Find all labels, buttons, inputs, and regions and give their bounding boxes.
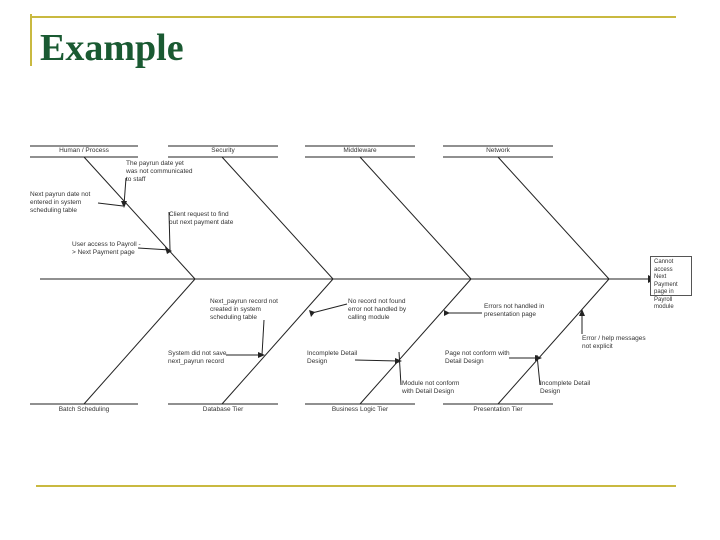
arrowhead-1 xyxy=(121,201,127,208)
arrow-next-payrun-record xyxy=(261,319,265,356)
slide-rule-top xyxy=(30,16,676,18)
cause-next-payrun-not-entered: Next payrun date not entered in system s… xyxy=(30,191,91,214)
category-batch-scheduling: Batch Scheduling xyxy=(58,406,110,413)
arrow-next-payrun xyxy=(97,202,124,207)
slide-title: Example xyxy=(40,27,184,69)
category-network: Network xyxy=(486,147,510,154)
cause-payrun-date: The payrun date yet was not communicated… xyxy=(126,160,193,183)
cause-error-help-messages: Error / help messages not explicit xyxy=(582,335,646,350)
arrowhead-2 xyxy=(165,247,172,254)
arrow-user-access xyxy=(137,247,171,251)
category-security: Security xyxy=(211,147,235,154)
bone-top-2 xyxy=(221,156,334,280)
bone-top-3 xyxy=(359,156,472,280)
cause-incomplete-detail-design-1: Incomplete Detail Design xyxy=(307,350,358,365)
arrowhead-4 xyxy=(309,310,315,317)
category-database-tier: Database Tier xyxy=(202,406,244,413)
arrowhead-3 xyxy=(258,352,265,358)
arrow-incomplete-2 xyxy=(536,354,541,386)
arrow-no-record xyxy=(311,303,348,314)
slide-rule-vertical xyxy=(30,14,32,66)
effect-box: Cannot access Next Payment page in Payro… xyxy=(650,256,692,310)
arrow-payrun-date xyxy=(123,177,127,206)
cause-errors-not-handled: Errors not handled in presentation page xyxy=(484,303,545,318)
cause-page-not-conform: Page not conform with Detail Design xyxy=(445,350,510,365)
cause-system-did-not-save: System did not save next_payrun record xyxy=(168,350,227,365)
bone-bottom-3 xyxy=(359,278,472,405)
arrowhead-8 xyxy=(579,309,585,316)
arrowhead-7 xyxy=(535,355,542,361)
category-presentation-tier: Presentation Tier xyxy=(473,406,523,413)
bone-bottom-2 xyxy=(221,278,334,405)
category-business-logic-tier: Business Logic Tier xyxy=(331,406,389,413)
cause-incomplete-detail-design-2: Incomplete Detail Design xyxy=(540,380,591,395)
arrowhead-6 xyxy=(444,310,450,316)
arrow-client-request xyxy=(168,211,171,251)
bone-top-4 xyxy=(497,156,610,280)
bone-top-1 xyxy=(83,156,196,280)
cause-module-not-conform: Module not conform with Detail Design xyxy=(402,380,460,395)
category-human-process: Human / Process xyxy=(59,147,109,154)
cause-next-payrun-not-created: Next_payrun record not created in system… xyxy=(210,298,278,321)
bone-bottom-1 xyxy=(83,278,196,405)
arrow-incomplete-1 xyxy=(354,359,400,362)
arrowhead-5 xyxy=(395,358,402,364)
cause-no-record-not-handled: No record not found error not handled by… xyxy=(348,298,407,321)
category-middleware: Middleware xyxy=(343,147,377,154)
bone-bottom-4 xyxy=(497,278,610,405)
arrow-module-not xyxy=(398,351,402,386)
cause-client-request: Client request to find out next payment … xyxy=(169,211,234,226)
cause-user-access: User access to Payroll - > Next Payment … xyxy=(72,241,141,256)
slide-rule-bottom xyxy=(36,485,676,487)
